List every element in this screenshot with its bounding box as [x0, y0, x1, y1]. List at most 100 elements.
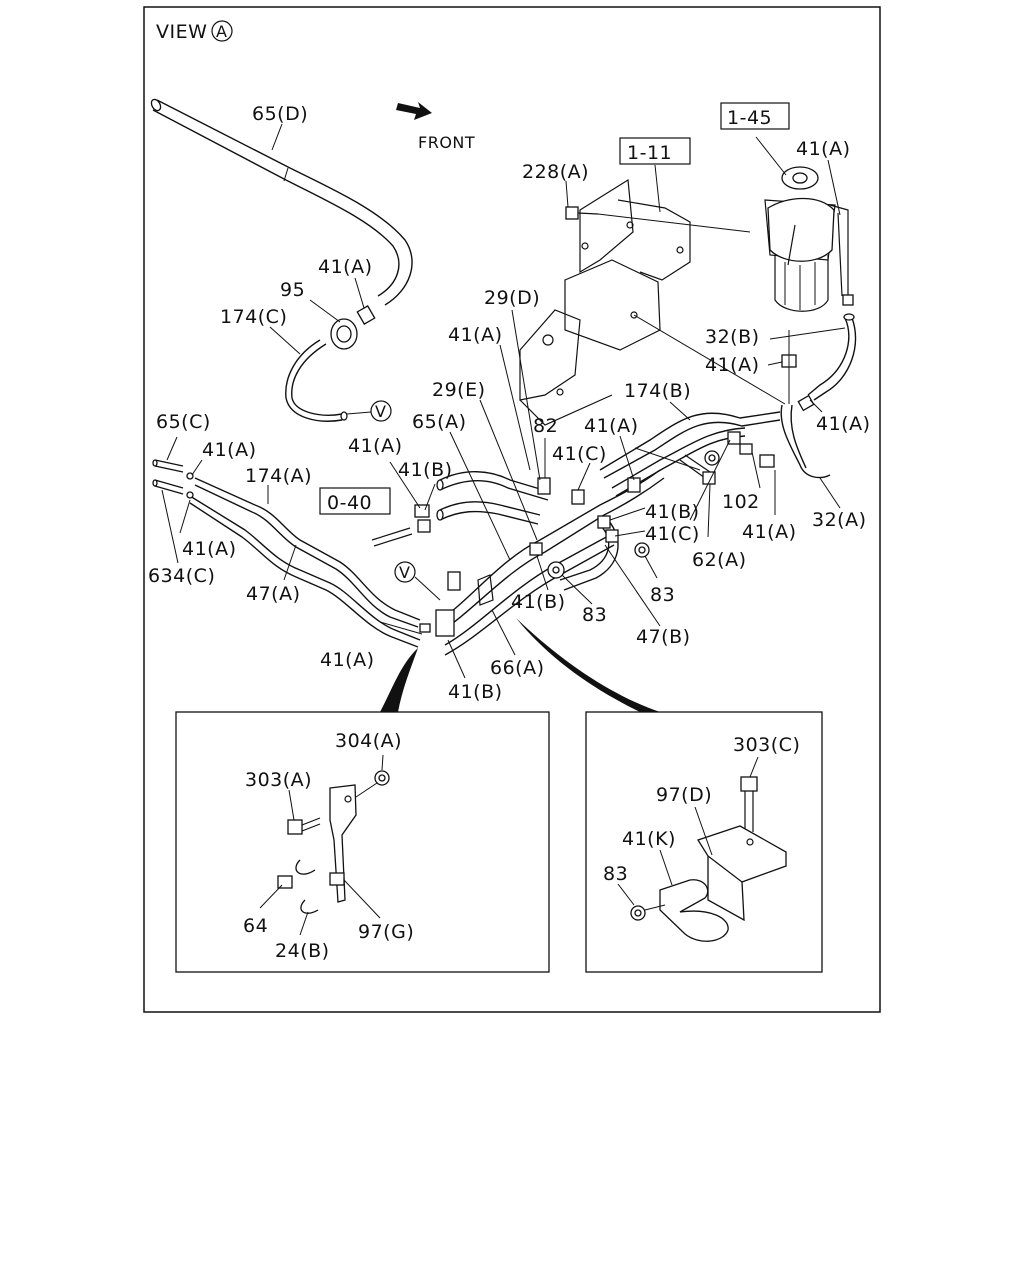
clamp-41k — [659, 879, 729, 942]
pipe-47a — [189, 495, 421, 648]
label-83-2: 83 — [582, 604, 607, 626]
detail-box-right — [585, 711, 823, 973]
pipe-174a — [194, 477, 421, 628]
label-29e: 29(E) — [432, 379, 486, 401]
label-65a: 65(A) — [412, 411, 467, 433]
label-32a: 32(A) — [812, 509, 867, 531]
label-41a-1: 41(A) — [318, 256, 373, 278]
label-83-1: 83 — [650, 584, 675, 606]
part-labels: 65(D) 41(A) 95 174(C) 228(A) 41(A) 29(D)… — [148, 103, 870, 962]
label-32b: 32(B) — [705, 326, 760, 348]
label-97d: 97(D) — [656, 784, 712, 806]
label-47a: 47(A) — [246, 583, 301, 605]
label-41a-3: 41(A) — [448, 324, 503, 346]
nut-83-right — [634, 542, 650, 558]
front-label: FRONT — [418, 133, 475, 152]
label-64: 64 — [243, 915, 268, 937]
label-41a-6: 41(A) — [348, 435, 403, 457]
ref-box-1-11-text: 1-11 — [627, 142, 672, 164]
label-634c: 634(C) — [148, 565, 215, 587]
label-41b-2: 41(B) — [645, 501, 700, 523]
fuel-filter-assembly — [764, 166, 854, 312]
label-41a-4: 41(A) — [705, 354, 760, 376]
leader-lines — [161, 123, 846, 936]
connector-41b-upper — [414, 504, 431, 533]
ref-box-1-11 — [619, 137, 691, 165]
clamp-41a-left-3 — [419, 623, 431, 633]
clip-82 — [537, 477, 551, 495]
label-303c: 303(C) — [733, 734, 800, 756]
view-letter-circle — [211, 20, 233, 42]
callout-v-2 — [394, 561, 416, 583]
bolt-228a — [565, 206, 599, 220]
hose-32a — [759, 394, 831, 479]
clamp-41a-left-1 — [186, 472, 194, 480]
pipe-174b — [599, 411, 781, 497]
label-97g: 97(G) — [358, 921, 414, 943]
label-41a-9: 41(A) — [742, 521, 797, 543]
label-41c-1: 41(C) — [552, 443, 607, 465]
ref-box-1-45 — [720, 102, 790, 130]
label-66a: 66(A) — [490, 657, 545, 679]
clamp-41a-top — [356, 305, 376, 325]
label-65d: 65(D) — [252, 103, 308, 125]
label-41k: 41(K) — [622, 828, 676, 850]
label-41c-2: 41(C) — [645, 523, 700, 545]
label-29d: 29(D) — [484, 287, 540, 309]
stud-97g — [329, 872, 345, 886]
nut-83-center — [547, 561, 565, 579]
label-174c: 174(C) — [220, 306, 287, 328]
clamp-41c-upper — [571, 489, 585, 505]
ref-box-1-45-text: 1-45 — [727, 107, 772, 129]
bolt-303c — [740, 776, 758, 832]
label-174a: 174(A) — [245, 465, 312, 487]
hose-32b — [807, 313, 857, 401]
label-82: 82 — [533, 415, 558, 437]
sensor-0-40 — [371, 527, 413, 547]
pipe-47b — [559, 519, 619, 591]
hose-174c — [285, 339, 348, 422]
nut-304a — [374, 770, 390, 786]
clamp-41a-mid — [627, 477, 641, 493]
label-65c: 65(C) — [156, 411, 211, 433]
bracket-97d — [697, 825, 787, 922]
label-228a: 228(A) — [522, 161, 589, 183]
detail-pointer-left — [380, 648, 418, 712]
clamp-41b-right — [597, 515, 611, 529]
label-304a: 304(A) — [335, 730, 402, 752]
label-41b-1: 41(B) — [398, 459, 453, 481]
callout-v-2-text: V — [399, 563, 410, 582]
diagram-frame — [143, 6, 881, 1013]
label-41a-7: 41(A) — [584, 415, 639, 437]
bolt-303a — [287, 817, 321, 835]
label-102: 102 — [722, 491, 760, 513]
label-303a: 303(A) — [245, 769, 312, 791]
nut-83-detail — [630, 905, 646, 921]
front-arrow-icon — [396, 102, 432, 120]
nut-64 — [277, 875, 293, 889]
label-24b: 24(B) — [275, 940, 330, 962]
label-47b: 47(B) — [636, 626, 691, 648]
callout-v-1-text: V — [375, 402, 386, 421]
clamp-41b-center — [529, 542, 543, 556]
detail-box-left — [175, 711, 550, 973]
label-95: 95 — [280, 279, 305, 301]
grommet-95 — [330, 318, 358, 350]
label-83-3: 83 — [603, 863, 628, 885]
hose-65d — [150, 98, 413, 306]
pipe-65c — [152, 459, 184, 473]
label-41a-10: 41(A) — [182, 538, 237, 560]
label-41a-2: 41(A) — [796, 138, 851, 160]
label-41a-5: 41(A) — [202, 439, 257, 461]
label-62a: 62(A) — [692, 549, 747, 571]
label-41b-4: 41(B) — [448, 681, 503, 703]
clip-24b — [295, 859, 319, 914]
view-label: VIEW — [156, 21, 207, 43]
callout-v-1 — [370, 400, 392, 422]
ref-box-0-40-text: 0-40 — [327, 492, 372, 514]
clamp-41a-left-2 — [186, 491, 194, 499]
label-41a-11: 41(A) — [320, 649, 375, 671]
view-letter: A — [216, 22, 227, 41]
clip-41b-lower — [435, 571, 494, 637]
